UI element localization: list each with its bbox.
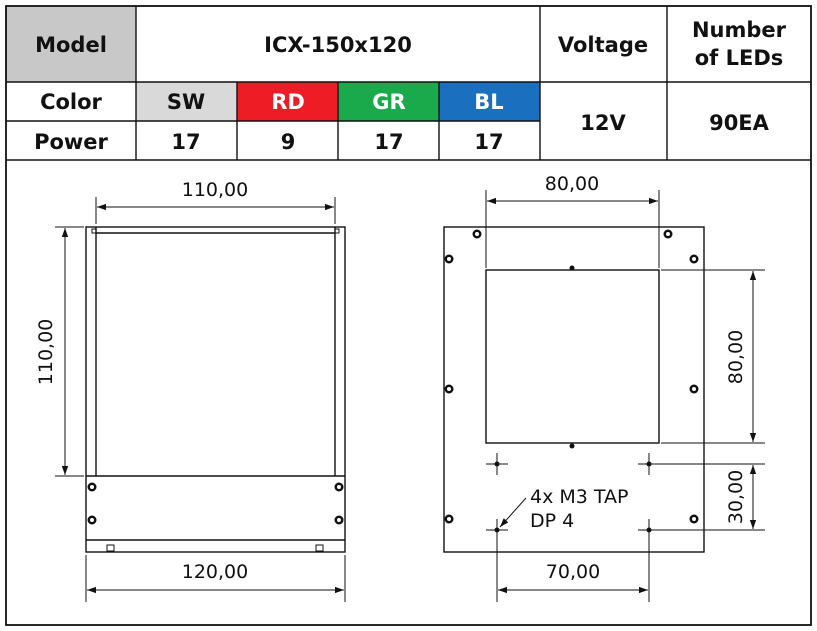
- tap-note-line1: 4x M3 TAP: [530, 486, 628, 508]
- right-bottom-width-label: 70,00: [546, 561, 600, 583]
- color-cell-rd: [237, 82, 338, 121]
- right-view-dimensions: [485, 190, 765, 602]
- right-height-label: 80,00: [725, 330, 747, 384]
- power-rd-value: 9: [281, 130, 296, 154]
- color-rd-label: RD: [271, 90, 305, 114]
- spec-table: Model ICX-150x120 Voltage Number of LEDs…: [5, 5, 812, 626]
- left-height-label: 110,00: [35, 319, 57, 385]
- left-view-drawing: [85, 226, 346, 553]
- right-view-holes: [444, 229, 699, 524]
- color-sw-label: SW: [167, 90, 205, 114]
- power-label: Power: [34, 130, 108, 154]
- right-lower-height-label: 30,00: [725, 470, 747, 524]
- left-view-holes: [87, 482, 344, 525]
- tap-note-line2: DP 4: [530, 510, 574, 532]
- leds-label-line2: of LEDs: [695, 46, 784, 70]
- power-sw-value: 17: [171, 130, 200, 154]
- voltage-label: Voltage: [558, 33, 648, 57]
- left-top-width-label: 110,00: [182, 179, 248, 201]
- voltage-value: 12V: [580, 111, 626, 135]
- color-cell-sw: [136, 82, 237, 121]
- color-label: Color: [40, 90, 102, 114]
- color-cell-gr: [338, 82, 439, 121]
- left-bottom-width-label: 120,00: [182, 561, 248, 583]
- right-top-width-label: 80,00: [545, 173, 599, 195]
- left-view-dimensions: [55, 197, 346, 602]
- model-label: Model: [35, 33, 107, 57]
- leds-label-line1: Number: [692, 18, 787, 42]
- power-gr-value: 17: [374, 130, 403, 154]
- power-bl-value: 17: [474, 130, 503, 154]
- model-value: ICX-150x120: [264, 33, 412, 57]
- color-cell-bl: [439, 82, 540, 121]
- table-grid: [5, 5, 812, 626]
- color-bl-label: BL: [474, 90, 503, 114]
- model-header-cell: [6, 6, 136, 82]
- leds-value: 90EA: [709, 111, 770, 135]
- color-gr-label: GR: [372, 90, 405, 114]
